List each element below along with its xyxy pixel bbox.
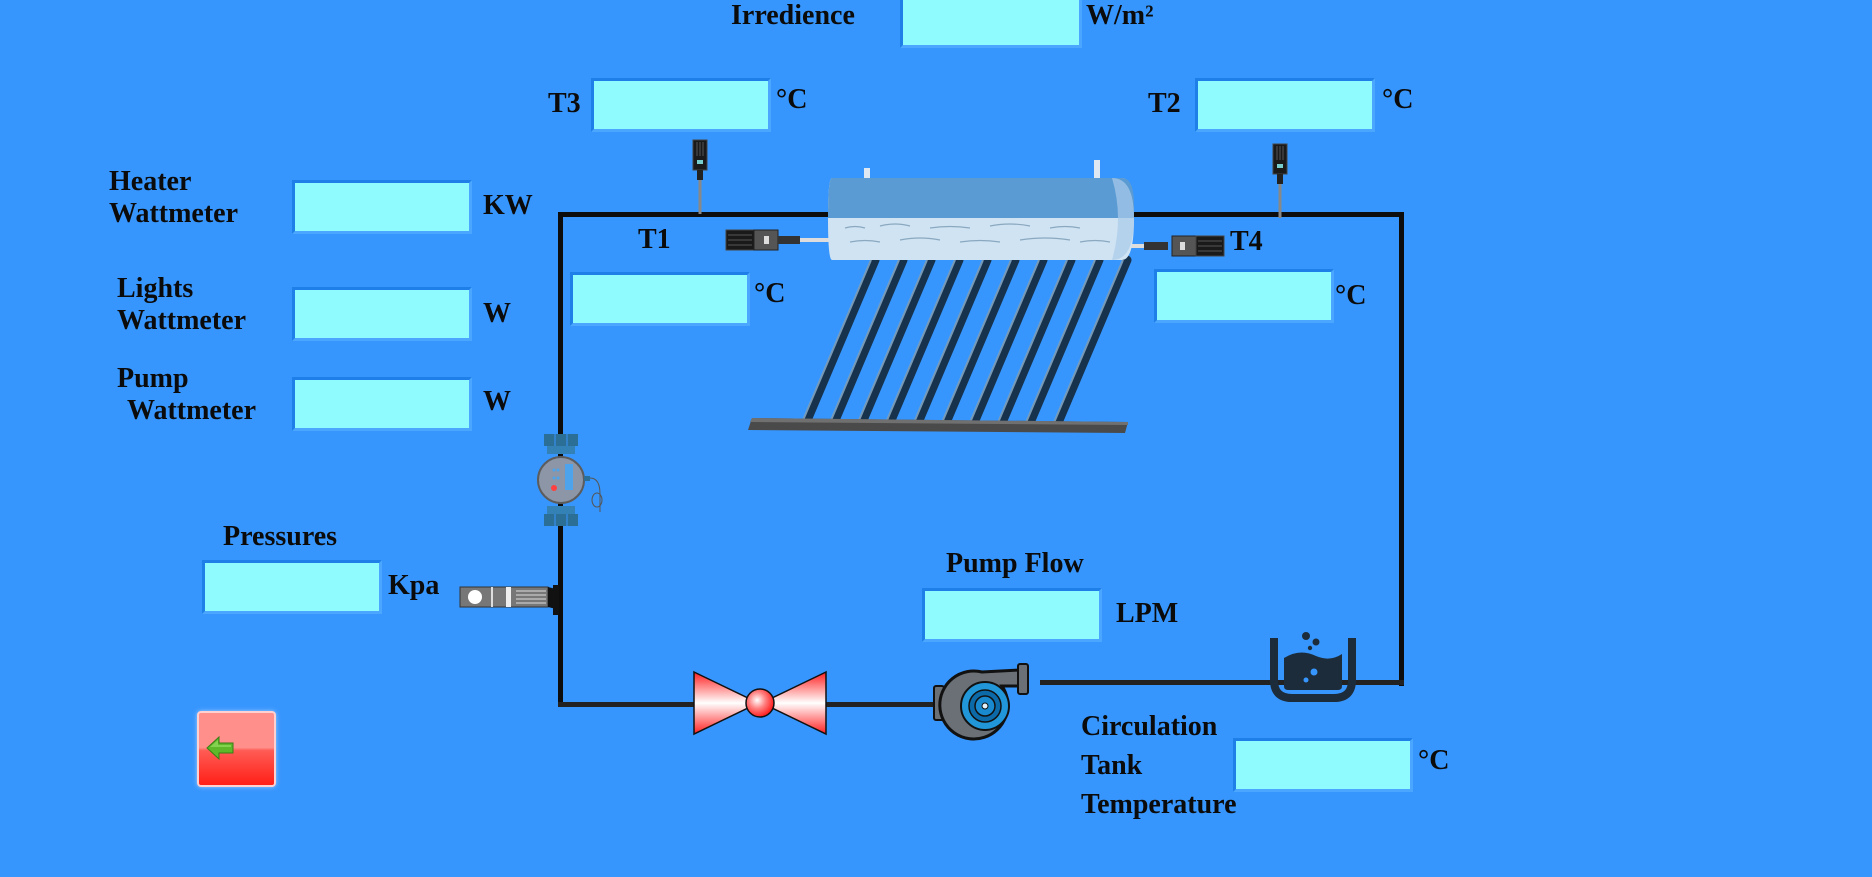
heater-wattmeter-label: Heater Wattmeter (109, 166, 238, 230)
heater-wattmeter-field[interactable] (292, 180, 472, 234)
pressures-field[interactable] (202, 560, 382, 614)
pump-wattmeter-field[interactable] (292, 377, 472, 431)
t1-field[interactable] (570, 272, 750, 326)
pump-flow-field[interactable] (922, 588, 1102, 642)
flow-meter-icon (537, 434, 603, 526)
back-button[interactable] (197, 711, 276, 787)
tank-temperature-label-line2: Tank (1081, 750, 1143, 781)
tank-temperature-label-line3: Temperature (1081, 789, 1237, 820)
pressures-unit: Kpa (388, 570, 440, 601)
t4-temperature-sensor-icon (1128, 235, 1225, 257)
t2-label: T2 (1148, 88, 1181, 119)
pressure-sensor-icon (459, 585, 559, 615)
pump-wattmeter-label-line2: Wattmeter (127, 395, 257, 427)
t3-field[interactable] (591, 78, 771, 132)
lights-wattmeter-unit: W (483, 298, 511, 329)
pipe-bottom-right (1040, 680, 1404, 685)
irradiance-unit: W/m² (1086, 0, 1154, 31)
heater-wattmeter-label-line2: Wattmeter (109, 198, 239, 230)
pipe-top-left (558, 212, 833, 217)
heater-wattmeter-unit: KW (483, 190, 533, 221)
lights-wattmeter-field[interactable] (292, 287, 472, 341)
lights-wattmeter-label-line1: Lights (117, 273, 194, 304)
pipe-top-right (1128, 212, 1404, 217)
pump-icon[interactable] (932, 662, 1046, 744)
t1-label: T1 (638, 224, 671, 255)
pump-wattmeter-label: Pump Wattmeter (117, 363, 256, 427)
pump-flow-label: Pump Flow (946, 548, 1084, 579)
t2-temperature-sensor-icon (1272, 143, 1288, 218)
t2-unit: °C (1382, 84, 1414, 115)
irradiance-label: Irredience (731, 0, 855, 31)
t2-field[interactable] (1195, 78, 1375, 132)
lights-wattmeter-label-line2: Wattmeter (117, 305, 247, 337)
pump-wattmeter-label-line1: Pump (117, 363, 189, 394)
tank-temperature-label-line1: Circulation (1081, 711, 1218, 742)
tank-temperature-unit: °C (1418, 745, 1450, 776)
t4-field[interactable] (1154, 269, 1334, 323)
valve-icon[interactable] (692, 670, 828, 736)
pressures-label: Pressures (223, 521, 338, 552)
circulation-tank-icon (1270, 632, 1356, 702)
pump-wattmeter-unit: W (483, 386, 511, 417)
t3-label: T3 (548, 88, 581, 119)
irradiance-field[interactable] (900, 0, 1082, 48)
t4-label: T4 (1230, 226, 1263, 257)
t3-unit: °C (776, 84, 808, 115)
t1-unit: °C (754, 278, 786, 309)
lights-wattmeter-label: Lights Wattmeter (117, 273, 246, 337)
pump-flow-unit: LPM (1116, 598, 1179, 629)
arrow-left-icon (206, 735, 234, 761)
solar-collector-icon (748, 160, 1134, 433)
pipe-right-vertical (1399, 212, 1404, 686)
t3-temperature-sensor-icon (692, 139, 708, 214)
heater-wattmeter-label-line1: Heater (109, 166, 192, 197)
t1-temperature-sensor-icon (725, 229, 834, 251)
tank-temperature-field[interactable] (1233, 738, 1413, 792)
t4-unit: °C (1335, 280, 1367, 311)
tank-temperature-label: Circulation Tank Temperature (1081, 707, 1237, 824)
